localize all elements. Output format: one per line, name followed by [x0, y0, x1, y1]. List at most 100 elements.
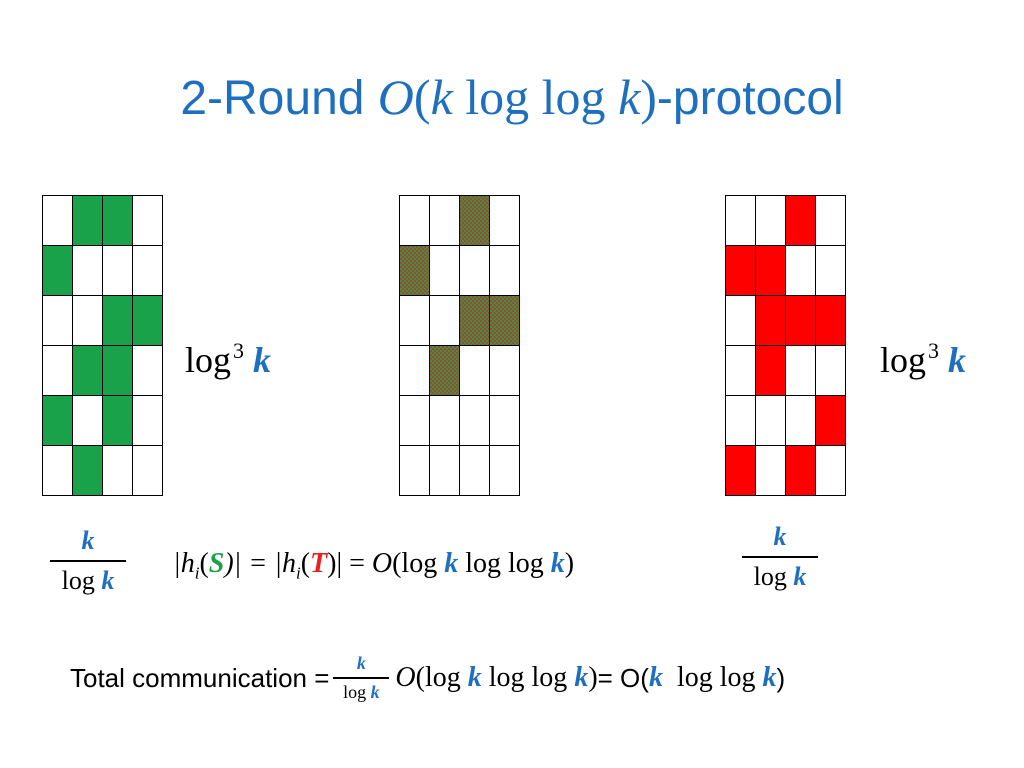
empty-cell	[133, 346, 163, 396]
total-equals: = O(	[597, 662, 649, 693]
eq-part: (	[300, 548, 311, 579]
empty-cell	[816, 196, 846, 246]
grid-intersection	[399, 195, 520, 496]
filled-cell	[460, 296, 490, 346]
grid-set-t	[725, 195, 846, 496]
empty-cell	[43, 346, 73, 396]
filled-cell	[726, 446, 756, 496]
eq-part: |h	[173, 548, 195, 579]
title-close-paren: )	[640, 69, 657, 125]
fraction-denominator: log k	[62, 566, 115, 596]
slide-title: 2-Round O(k log log k)-protocol	[0, 62, 1024, 134]
fraction-denominator: log k	[343, 682, 380, 703]
filled-cell	[430, 346, 460, 396]
empty-cell	[490, 246, 520, 296]
k-symbol: k	[574, 662, 589, 693]
empty-cell	[726, 196, 756, 246]
empty-cell	[786, 346, 816, 396]
empty-cell	[73, 246, 103, 296]
filled-cell	[726, 246, 756, 296]
filled-cell	[786, 446, 816, 496]
title-k1: k	[430, 69, 453, 125]
den-k: k	[101, 566, 115, 595]
fraction-bar	[333, 677, 390, 679]
empty-cell	[490, 396, 520, 446]
grid-height-label-left: log3 k	[185, 338, 271, 381]
empty-cell	[73, 396, 103, 446]
hash-size-equation: |hi(S)| = |hi(T)| = O(log k log log k)	[173, 548, 574, 584]
log-text: log	[185, 340, 232, 380]
filled-cell	[103, 346, 133, 396]
filled-cell	[816, 396, 846, 446]
den-log: log	[61, 566, 102, 595]
empty-cell	[133, 196, 163, 246]
empty-cell	[133, 396, 163, 446]
empty-cell	[430, 396, 460, 446]
empty-cell	[430, 246, 460, 296]
empty-cell	[400, 396, 430, 446]
fraction-numerator: k	[773, 522, 787, 551]
den-log: log	[343, 681, 371, 702]
eq-part: )| =	[327, 548, 372, 579]
empty-cell	[430, 446, 460, 496]
k-symbol: k	[648, 662, 663, 693]
empty-cell	[400, 196, 430, 246]
eq-sub-i: i	[295, 563, 301, 583]
empty-cell	[786, 246, 816, 296]
total-label: Total communication =	[70, 662, 330, 693]
filled-cell	[103, 296, 133, 346]
empty-cell	[726, 296, 756, 346]
empty-cell	[43, 296, 73, 346]
den-k: k	[793, 562, 807, 591]
expr-part: log log	[662, 662, 763, 693]
filled-cell	[786, 196, 816, 246]
grid-set-s	[42, 195, 163, 496]
filled-cell	[133, 296, 163, 346]
k-symbol: k	[444, 548, 459, 579]
exponent: 3	[928, 338, 940, 363]
empty-cell	[490, 446, 520, 496]
empty-cell	[133, 446, 163, 496]
title-prefix: 2-Round	[180, 72, 378, 125]
eq-part: )	[564, 548, 575, 579]
total-communication-line: Total communication = k log k O(log k lo…	[70, 643, 785, 713]
empty-cell	[103, 246, 133, 296]
filled-cell	[756, 246, 786, 296]
empty-cell	[460, 446, 490, 496]
filled-cell	[756, 346, 786, 396]
eq-part: )| = |h	[224, 548, 296, 579]
expr-part: (log	[415, 662, 468, 693]
eq-part: (	[199, 548, 209, 579]
log-text: log	[880, 340, 927, 380]
eq-part: (log	[392, 548, 445, 579]
empty-cell	[756, 396, 786, 446]
filled-cell	[43, 246, 73, 296]
title-big-o: O	[377, 69, 414, 125]
k-symbol: k	[948, 340, 967, 380]
filled-cell	[103, 396, 133, 446]
filled-cell	[103, 196, 133, 246]
title-loglog: log log	[452, 69, 619, 125]
k-symbol: k	[762, 662, 777, 693]
empty-cell	[133, 246, 163, 296]
filled-cell	[490, 296, 520, 346]
filled-cell	[73, 446, 103, 496]
empty-cell	[430, 296, 460, 346]
empty-cell	[430, 196, 460, 246]
total-result-expr: k log log k	[649, 662, 777, 694]
empty-cell	[43, 196, 73, 246]
eq-sub-i: i	[194, 563, 200, 583]
grid-width-fraction-right: k log k	[742, 522, 818, 592]
title-k2: k	[618, 69, 641, 125]
exponent: 3	[233, 338, 245, 363]
total-close-paren: )	[776, 662, 786, 693]
empty-cell	[816, 346, 846, 396]
filled-cell	[786, 296, 816, 346]
total-fraction: k log k	[333, 653, 390, 703]
k-symbol: k	[253, 340, 272, 380]
eq-part: log log	[458, 548, 551, 579]
fraction-numerator: k	[81, 526, 95, 555]
set-t-symbol: T	[310, 548, 328, 579]
empty-cell	[756, 196, 786, 246]
empty-cell	[460, 246, 490, 296]
